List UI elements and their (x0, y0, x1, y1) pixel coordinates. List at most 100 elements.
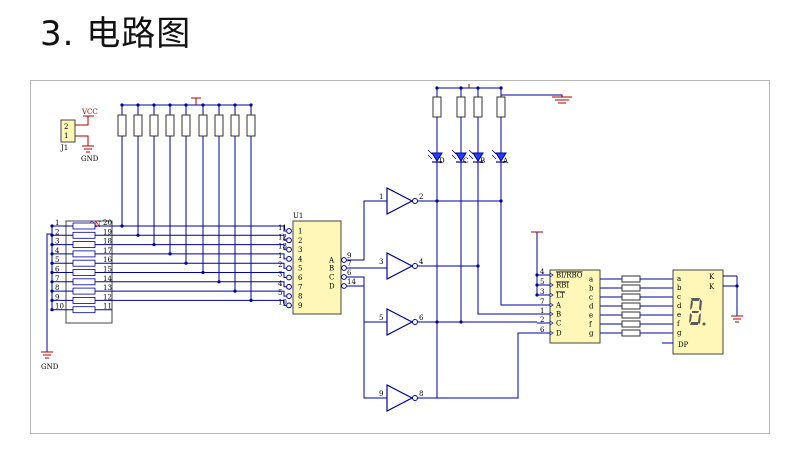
dip-right-pin-label: 18 (103, 238, 112, 246)
bus-to-dec-a (500, 201, 537, 306)
decoder-input-pin-label: 4 (540, 268, 545, 276)
u1-input-bubble (286, 246, 292, 253)
dip-right-pin-label: 15 (103, 266, 112, 274)
bus-to-dec-d (501, 332, 537, 399)
u1-input-bubble (286, 302, 292, 309)
display-segment-label: e (677, 311, 681, 319)
decoder-input-label: A (555, 302, 562, 310)
decoder-output-label: f (589, 321, 593, 329)
led-emission-arrow (468, 149, 474, 155)
u1-output-label: B (329, 265, 334, 273)
u1-input-bubble (286, 256, 292, 262)
decoder-input-pin-label: 7 (540, 298, 544, 306)
u1-outer-pin-label: 11 (278, 224, 287, 232)
u1-label: U1 (293, 212, 303, 220)
dip-left-pin-label: 1 (55, 219, 59, 227)
u1-to-gate-wire (347, 285, 387, 399)
dip-left-pin-label: 2 (55, 228, 59, 236)
inverter-output-bubble (412, 263, 418, 269)
dip-right-pin-label: 12 (103, 293, 112, 301)
resistor-body (230, 114, 240, 137)
u1-body (292, 220, 342, 315)
u1-outer-pin-label: 1 (278, 252, 282, 260)
led-emission-arrow (491, 154, 497, 160)
decoder-input-label: BI/RBO (556, 272, 583, 280)
gate-output-pin-label: 4 (419, 258, 424, 266)
dip-right-pin-label: 19 (103, 228, 112, 236)
u1-input-bubble (286, 228, 292, 234)
u1-inner-pin-label: 9 (298, 302, 302, 310)
inverter-gate-icon (386, 187, 414, 215)
dip-right-pin-label: 13 (103, 284, 112, 292)
inverter-gate-icon (386, 252, 414, 280)
segment-resistors (621, 275, 673, 337)
led-diode-icon (472, 152, 484, 162)
u1-inner-pin-label: 1 (298, 228, 302, 236)
led-label: D (439, 157, 445, 165)
inverter-output-bubble (412, 198, 418, 204)
dip-left-pin-label: 3 (55, 238, 59, 246)
u1-outer-pin-label: 3 (278, 271, 282, 279)
segment-resistor-body (621, 320, 641, 328)
display-body (672, 269, 724, 355)
resistor-body (181, 114, 191, 137)
dip-right-pin-label: 11 (103, 303, 112, 311)
u1-output-label: A (328, 257, 335, 265)
gnd-label-top: GND (81, 155, 99, 163)
dip-to-u1-wire (112, 262, 286, 269)
dip-switch-lever (72, 306, 96, 314)
led-emission-arrow (468, 154, 474, 160)
dip-to-u1-wire (112, 272, 286, 278)
decoder-input-label: RBI (556, 282, 569, 290)
dip-right-pin-label: 20 (103, 219, 112, 227)
u1-output-pin-label: 7 (347, 260, 351, 268)
decoder-tie-dot (535, 293, 539, 297)
u1-output-bubble (341, 257, 347, 263)
dip-to-u1-wire (112, 281, 286, 288)
led-resistor-body (432, 96, 442, 118)
decoder-clock-arrow (549, 302, 554, 308)
u1-output-bubble (341, 265, 347, 271)
j1-label: J1 (60, 144, 68, 152)
decoder-body (549, 269, 601, 344)
led-label: C (463, 157, 468, 165)
decoder-output-label: d (589, 303, 594, 311)
u1-inner-pin-label: 2 (298, 237, 302, 245)
dip-right-pin-label: 16 (103, 256, 112, 264)
u1-output-label: D (329, 283, 335, 291)
gate-input-pin-label: 3 (379, 258, 383, 266)
decoder-output-label: c (589, 294, 593, 302)
digit-8-icon (689, 298, 706, 326)
led-gnd-wire (500, 88, 563, 97)
u1-input-bubble (286, 283, 292, 290)
resistor-body (133, 114, 143, 137)
dip-to-u1-wire (112, 234, 286, 241)
u1-outer-pin-label: 2 (278, 261, 282, 269)
dip-switch-lever (72, 269, 96, 276)
u1-inner-pin-label: 3 (298, 246, 302, 254)
dip-left-pin-label: 5 (55, 256, 59, 264)
led-emission-arrow (451, 154, 457, 160)
signal-junction-dot (435, 199, 439, 203)
u1-input-bubble (286, 293, 292, 300)
segment-resistor-body (621, 275, 641, 283)
u1-output-label: C (329, 274, 334, 282)
dip-left-pin-label: 7 (55, 275, 59, 283)
display-segment-label: f (677, 320, 681, 328)
decoder-input-pin-label: 1 (540, 307, 544, 315)
j1-pin2-label: 2 (64, 123, 68, 131)
dip-to-u1-wire (112, 299, 286, 306)
resistor-body (198, 114, 208, 137)
u1-inner-pin-label: 6 (298, 274, 303, 282)
gate-input-pin-label: 5 (379, 314, 383, 322)
u1-input-bubble (286, 265, 292, 272)
inverter-output-bubble (412, 319, 418, 325)
inverter-output-bubble (412, 395, 418, 401)
vcc-label: VCC (81, 108, 98, 116)
decoder-input-label: B (556, 311, 561, 319)
led-diode-icon (495, 152, 507, 162)
display-segment-label: b (677, 284, 682, 292)
resistor-body (246, 114, 256, 137)
